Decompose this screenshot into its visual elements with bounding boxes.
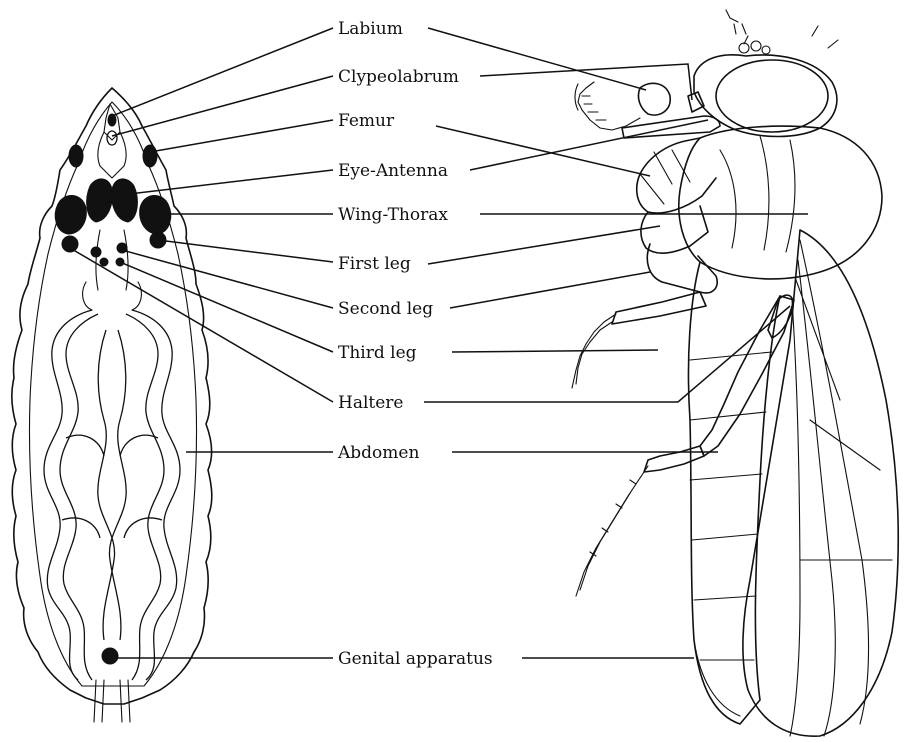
larva-gut-left-inner <box>60 314 98 680</box>
label-first-leg: First leg <box>338 254 411 274</box>
larva-gut-cross <box>62 435 162 538</box>
label-clypeolabrum: Clypeolabrum <box>338 67 459 87</box>
label-wing-thorax: Wing-Thorax <box>338 205 448 225</box>
adult-fly-figure <box>572 10 898 736</box>
antenna <box>575 82 640 130</box>
clypeolabral-disc <box>107 131 117 145</box>
clypeolabrum-leader-left <box>112 76 333 136</box>
clypeolabrum-leader-right <box>480 64 692 100</box>
label-abdomen: Abdomen <box>337 443 419 463</box>
fly-genitalia <box>694 640 740 716</box>
femur-leader-left <box>150 120 333 152</box>
fly-wing <box>743 230 898 736</box>
second-leg-leader-right <box>450 272 650 308</box>
eye-antenna-leader-left <box>112 170 333 196</box>
abdomen-segments <box>690 352 772 660</box>
larva-gut-right-inner <box>126 314 164 680</box>
labium-part <box>638 83 670 115</box>
ocellus <box>751 41 761 51</box>
genital-disc <box>102 648 118 664</box>
label-second-leg: Second leg <box>338 299 433 319</box>
larva-gut-center <box>98 330 126 640</box>
label-eye-antenna: Eye-Antenna <box>338 161 448 181</box>
fly-abdomen <box>688 262 780 724</box>
larva-body-outline <box>12 88 212 704</box>
first-leg-leader-left <box>158 240 333 262</box>
label-femur: Femur <box>338 111 395 131</box>
first-leg-disc-left <box>62 236 78 252</box>
label-haltere: Haltere <box>338 393 403 413</box>
third-leg-tibia <box>644 446 704 472</box>
third-leg-leader-right <box>452 350 658 352</box>
label-labium: Labium <box>338 19 403 39</box>
labium-leader-left <box>112 28 333 116</box>
label-genital-apparatus: Genital apparatus <box>338 649 493 669</box>
upper-disc-left <box>69 145 83 167</box>
labium-leader-right <box>428 28 646 90</box>
upper-disc-right <box>143 145 157 167</box>
second-leg-femur <box>647 244 717 293</box>
third-leg-tarsus <box>576 466 648 596</box>
wing-disc-right <box>140 195 171 234</box>
third-leg-femur <box>700 296 794 456</box>
labels: Labium Clypeolabrum Femur Eye-Antenna Wi… <box>337 19 493 669</box>
femur-leader-right <box>436 126 650 176</box>
ocellus <box>762 46 770 54</box>
wing-disc-left <box>55 195 86 234</box>
head-bristles <box>726 10 838 48</box>
larva-figure <box>12 88 212 722</box>
third-leg-leader-left <box>120 262 333 352</box>
thorax-sutures <box>720 136 795 252</box>
first-leg-leader-right <box>428 226 660 264</box>
compound-eye <box>716 60 828 132</box>
leader-lines <box>70 28 808 658</box>
eye-antenna-disc-left <box>87 179 113 222</box>
larva-central-tubes <box>83 230 142 310</box>
haltere-part <box>768 295 793 338</box>
antenna-segments <box>582 96 606 120</box>
third-leg-disc-left <box>100 258 108 266</box>
fly-thorax <box>679 126 882 279</box>
label-third-leg: Third leg <box>338 343 417 363</box>
wing-veins <box>790 240 892 736</box>
eye-antenna-disc-right <box>112 179 138 222</box>
